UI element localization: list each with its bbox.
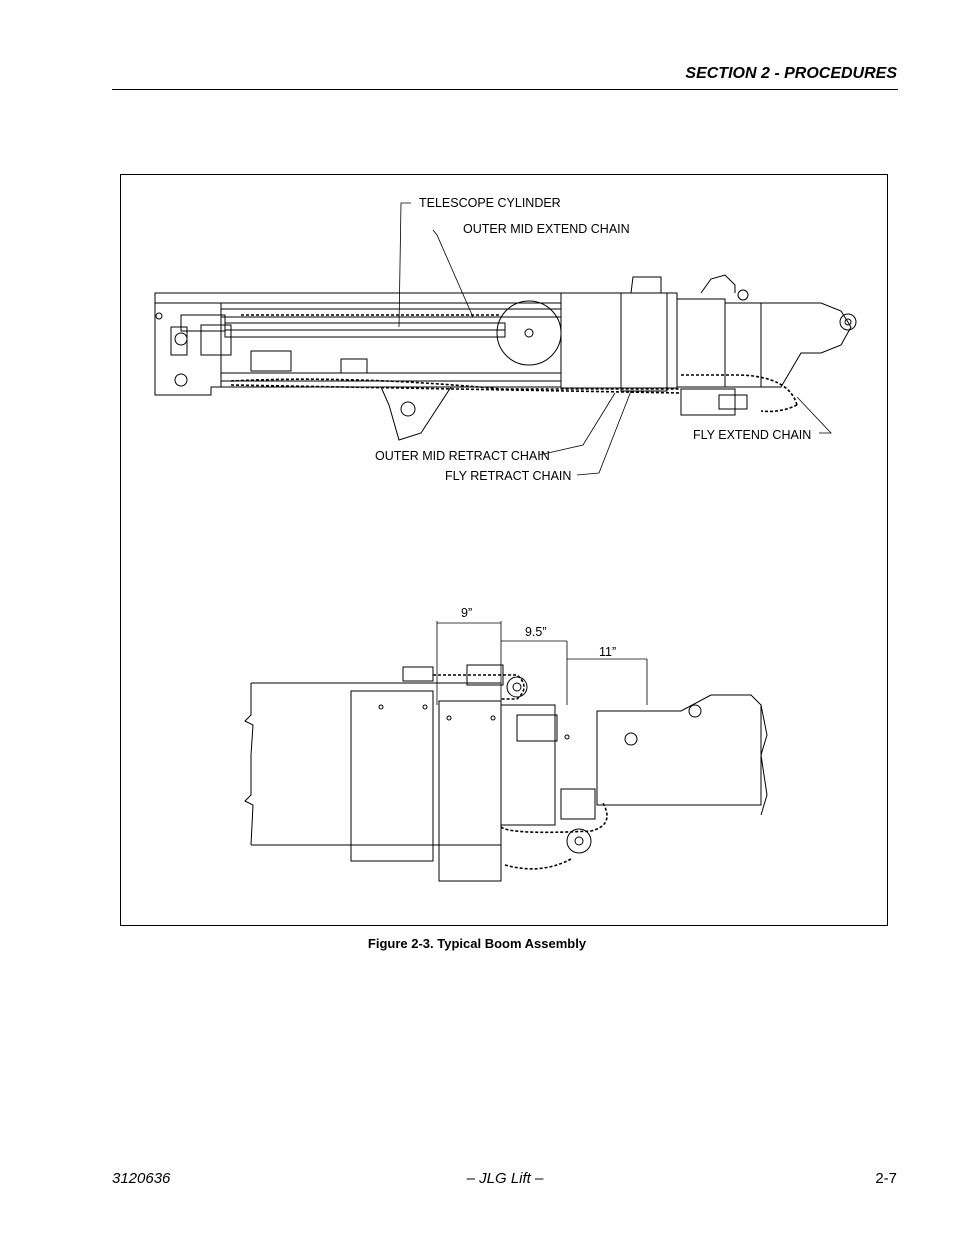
dimension-9-5: 9.5” <box>525 625 547 639</box>
section-title: SECTION 2 - PROCEDURES <box>685 65 897 82</box>
label-outer-mid-extend-chain: OUTER MID EXTEND CHAIN <box>463 222 630 236</box>
page-number: 2-7 <box>875 1170 897 1187</box>
publisher: – JLG Lift – <box>466 1170 544 1187</box>
label-fly-retract-chain: FLY RETRACT CHAIN <box>445 469 571 483</box>
boom-chains <box>230 314 798 413</box>
figure-caption: Figure 2-3. Typical Boom Assembly <box>367 936 587 951</box>
doc-number: 3120636 <box>112 1170 171 1187</box>
boom-side-view <box>154 274 857 441</box>
figure-frame: TELESCOPE CYLINDER OUTER MID EXTEND CHAI… <box>120 174 888 926</box>
dimension-11: 11” <box>599 645 616 659</box>
boom-assembly-drawing: TELESCOPE CYLINDER OUTER MID EXTEND CHAI… <box>154 196 857 882</box>
label-outer-mid-retract-chain: OUTER MID RETRACT CHAIN <box>375 449 550 463</box>
detail-chains <box>433 674 608 870</box>
dimension-9: 9” <box>461 606 472 620</box>
header-rule <box>112 89 898 90</box>
boom-detail-view <box>244 664 768 882</box>
dimension-lines <box>436 621 648 705</box>
label-fly-extend-chain: FLY EXTEND CHAIN <box>693 428 811 442</box>
label-telescope-cylinder: TELESCOPE CYLINDER <box>419 196 561 210</box>
callout-leaders <box>398 202 832 476</box>
